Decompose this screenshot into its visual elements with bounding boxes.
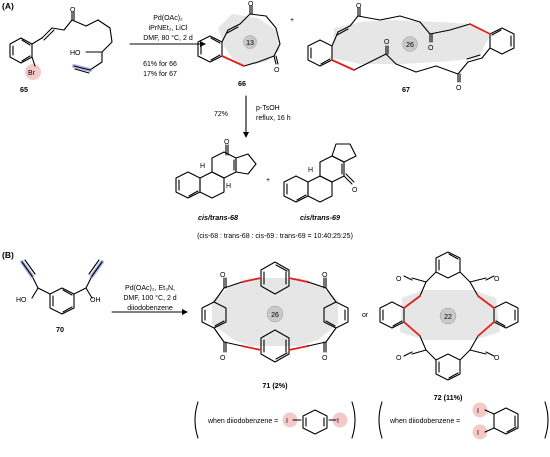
atom-72-i2: I [477, 430, 479, 437]
ring-size-72: 22 [444, 314, 452, 321]
atom-71-o4: O [322, 355, 328, 362]
atom-66-o1: O [248, 1, 254, 8]
atom-69-o: O [352, 187, 358, 194]
atom-66-o2: O [274, 67, 280, 74]
note-71: when diiodobenzene = I I [194, 401, 356, 439]
ring-size-66: 13 [246, 40, 254, 47]
atom-67-o3: O [428, 45, 434, 52]
atom-67-o1: O [356, 3, 362, 10]
compound-label-68: cis/trans-68 [198, 213, 238, 222]
condition-b-2: DMF, 100 °C, 2 d [123, 294, 176, 302]
atom-71-o3: O [220, 355, 226, 362]
yield-67: 17% for 67 [143, 71, 177, 78]
atom-72-o4: O [494, 355, 500, 362]
note-72-text: when diiodobenzene = [389, 418, 460, 425]
compound-72: 22 O O O O 72 (11%) [379, 251, 519, 402]
condition-a-3: DMF, 80 °C, 2 d [143, 34, 193, 42]
atom-67-o4: O [456, 85, 462, 92]
compound-label-70: 70 [56, 325, 64, 334]
atom-ho: HO [70, 50, 81, 57]
compound-65: O HO Br 65 [9, 7, 113, 94]
atom-oxo: O [70, 7, 76, 14]
atom-br: Br [28, 70, 36, 77]
yield-66: 61% for 66 [143, 61, 177, 68]
isomer-ratio: (cis-68 : trans-68 : cis-69 : trans-69 =… [197, 233, 353, 240]
section-a-label: (A) [2, 1, 14, 11]
new-bond-67a [469, 23, 491, 35]
conditions-step2: reflux, 16 h [256, 115, 291, 122]
or-label: or [362, 312, 369, 319]
atom-72-o1: O [396, 276, 402, 283]
atom-68-h2: H [226, 183, 231, 190]
compound-70: HO OH 70 [16, 259, 104, 334]
note-71-text: when diiodobenzene = [207, 418, 278, 425]
atom-68-o: O [224, 139, 230, 146]
compound-68: O H H cis/trans-68 [175, 139, 257, 222]
compound-label-72: 72 (11%) [434, 393, 463, 402]
compound-label-71: 71 (2%) [262, 381, 288, 390]
atom-70-ho: HO [16, 297, 27, 304]
section-b-label: (B) [2, 250, 14, 260]
compound-label-65: 65 [20, 85, 28, 94]
plus-a1: + [290, 17, 294, 24]
atom-71-o2: O [322, 272, 328, 279]
compound-label-66: 66 [238, 79, 246, 88]
atom-72-o2: O [494, 276, 500, 283]
new-bond-66 [221, 55, 245, 67]
plus-a2: + [266, 177, 270, 184]
bromide-highlight [25, 64, 41, 80]
compound-label-69: cis/trans-69 [300, 213, 340, 222]
atom-71-i1: I [286, 418, 288, 425]
condition-a-2: iPrNEt₂, LiCl [149, 25, 188, 32]
atom-72-i1: I [477, 408, 479, 415]
compound-label-67: 67 [402, 85, 410, 94]
condition-b-3: diiodobenzene [127, 305, 173, 312]
compound-66: 13 O O 66 [197, 1, 281, 88]
compound-69: O H cis/trans-69 [283, 143, 358, 222]
atom-70-oh: OH [90, 297, 101, 304]
ring-size-67: 26 [406, 42, 414, 49]
note-72: when diiodobenzene = I I [378, 401, 549, 440]
atom-72-o3: O [396, 355, 402, 362]
atom-69-h: H [308, 167, 313, 174]
new-bond-67b [331, 59, 355, 71]
atom-71-o1: O [220, 272, 226, 279]
compound-67: 26 O O O O 67 [307, 3, 515, 94]
condition-b-1: Pd(OAc)₂, Et₃N, [125, 285, 175, 292]
yield-step2: 72% [214, 111, 228, 118]
ring-size-71: 26 [271, 312, 279, 319]
atom-67-o2: O [384, 39, 390, 46]
condition-a-1: Pd(OAc)₂ [153, 15, 183, 22]
atom-68-h1: H [200, 163, 205, 170]
compound-71: 26 O O O O 71 (2%) [201, 261, 349, 390]
atom-71-i2: I [337, 418, 339, 425]
reagent-step2: p-TsOH [256, 105, 280, 112]
